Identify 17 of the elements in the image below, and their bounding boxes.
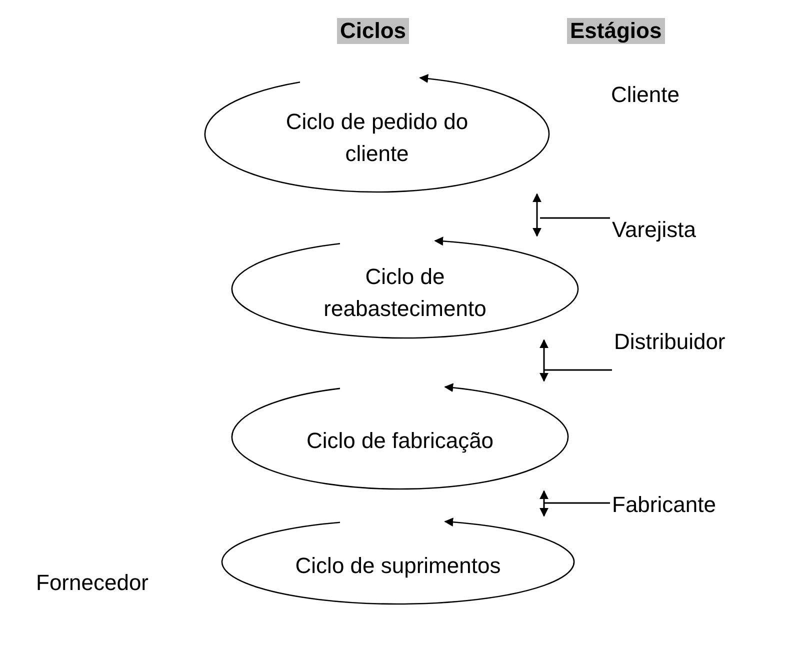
double-arrow	[540, 339, 548, 382]
leader-line	[544, 502, 610, 504]
leader-line	[540, 217, 610, 219]
column-heading: Estágios	[567, 18, 665, 44]
double-arrow	[540, 490, 548, 517]
cycle-name: Ciclo de pedido do cliente	[284, 108, 470, 168]
cycle-name: Ciclo de reabastecimento	[322, 263, 488, 323]
column-heading: Ciclos	[337, 18, 410, 44]
leader-line	[544, 369, 612, 371]
cycle-name: Ciclo de fabricação	[305, 427, 495, 455]
stage-name: Cliente	[611, 82, 680, 108]
stage-name: Distribuidor	[614, 329, 726, 355]
stage-name: Fornecedor	[36, 570, 149, 596]
cycle-name: Ciclo de suprimentos	[294, 552, 502, 580]
stage-name: Varejista	[612, 217, 696, 243]
stage-name: Fabricante	[612, 492, 716, 518]
double-arrow	[532, 193, 542, 237]
